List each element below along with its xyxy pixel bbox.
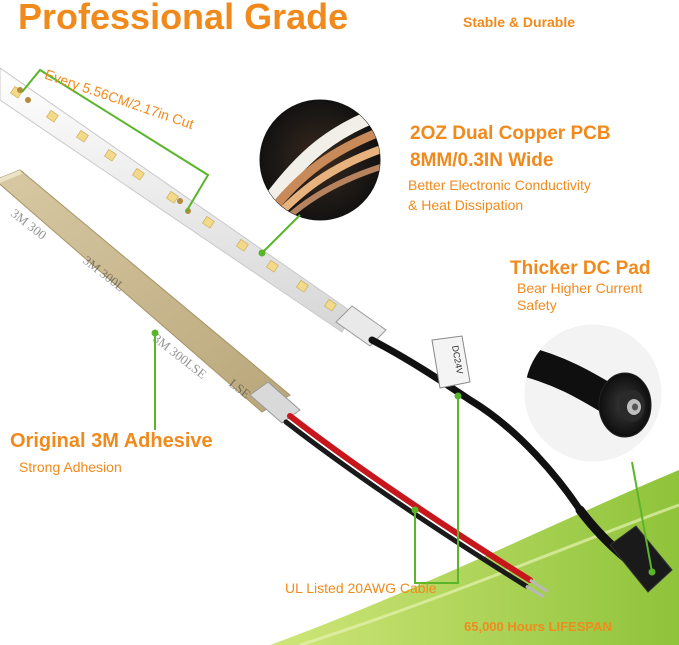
dc-jack-closeup-circle [521,321,665,465]
cable-bracket-line [414,396,459,584]
cable-label: UL Listed 20AWG Cable [285,580,437,596]
dc-pointer-dot [648,568,656,576]
dc-pad-desc-line2: Safety [517,297,557,313]
adhesive-title: Original 3M Adhesive [10,430,213,452]
pcb-pointer-line [261,214,301,254]
black-power-wire [368,336,584,514]
wire-tag: DC24V [431,335,471,389]
cable-pointer-dot-black [454,392,462,400]
cut-callout-bracket [21,68,210,213]
cable-pointer-dot-red [411,506,419,514]
strip-connector [335,305,387,347]
pcb-desc-line1: Better Electronic Conductivity [408,177,591,193]
adhesive-tape-strip: 3M 300 3M 300L 3M 300LSE LSE [0,169,291,413]
svg-text:DC24V: DC24V [450,345,465,375]
pcb-closeup-circle [256,96,384,224]
adhesive-desc: Strong Adhesion [19,459,122,475]
red-black-cable [249,381,549,599]
pcb-pointer-dot [258,249,266,257]
dc-pad-desc-line1: Bear Higher Current [517,280,643,296]
dc-pointer-line [631,461,653,573]
lifespan-label: 65,000 Hours LIFESPAN [464,619,612,634]
green-swoosh-background [270,470,679,645]
led-strip [0,67,353,333]
pcb-title-line1: 2OZ Dual Copper PCB [410,123,611,144]
dc-pad-title: Thicker DC Pad [510,258,651,279]
page-title: Professional Grade [18,0,349,37]
adhesive-pointer-dot [151,329,159,337]
pcb-desc-line2: & Heat Dissipation [408,197,524,213]
pcb-title-line2: 8MM/0.3IN Wide [410,150,554,171]
page-subtitle: Stable & Durable [463,14,576,30]
dc-female-plug [609,525,673,593]
